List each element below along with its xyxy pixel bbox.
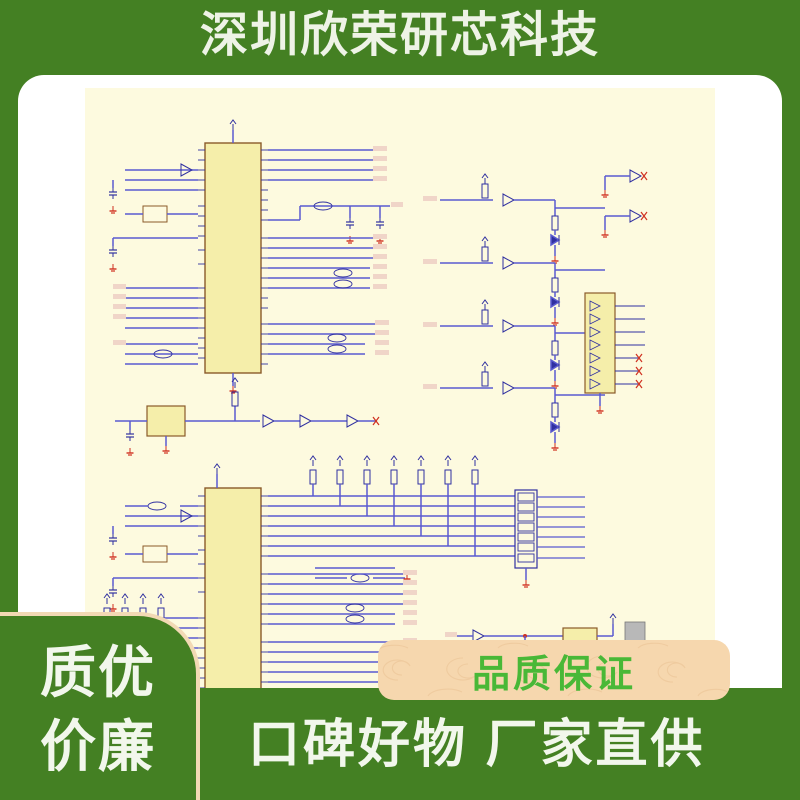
- schematic-drawing: [103, 119, 648, 704]
- footer-tagline: 口碑好物 厂家直供: [248, 716, 706, 774]
- schematic-canvas: [85, 88, 715, 708]
- value-badge-line1: 质优: [40, 641, 156, 704]
- value-badge-line2: 价廉: [40, 715, 156, 778]
- quality-pill-label: 品质保证: [471, 653, 636, 696]
- page-title: 深圳欣荣研芯科技: [199, 9, 600, 62]
- value-badge: 质优 价廉: [0, 612, 200, 800]
- swirl-texture-icon: [378, 642, 729, 697]
- quality-pill: 品质保证: [378, 640, 730, 700]
